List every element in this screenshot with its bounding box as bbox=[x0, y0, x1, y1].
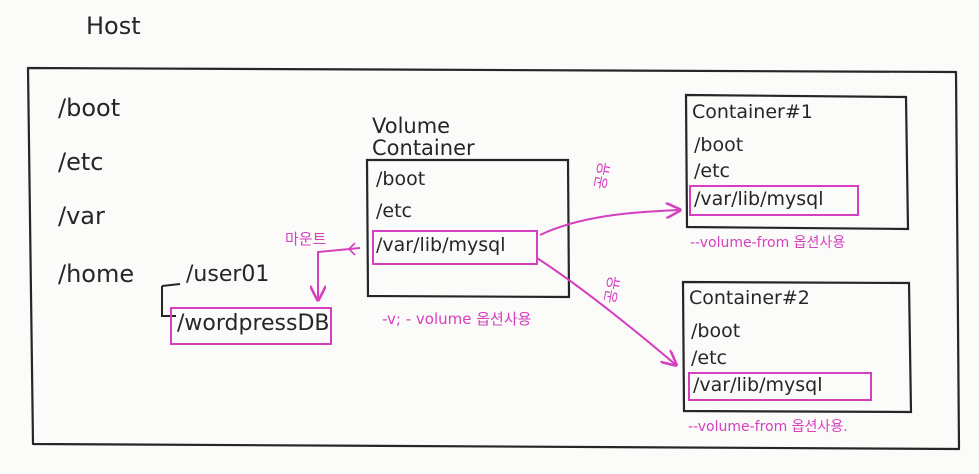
container2-dir-boot: /boot bbox=[691, 320, 741, 342]
highlight-container1-mysql bbox=[689, 185, 859, 216]
container1-dir-boot: /boot bbox=[694, 134, 744, 156]
host-dir-home: /home bbox=[58, 260, 135, 288]
host-title: Host bbox=[86, 12, 141, 40]
mount-arrow bbox=[318, 247, 361, 300]
container1-note: --volume-from 옵션사용 bbox=[690, 235, 846, 251]
volume-dir-boot: /boot bbox=[376, 168, 426, 190]
host-dir-boot: /boot bbox=[58, 94, 121, 122]
mount-arrow-tail bbox=[347, 242, 356, 256]
container2-box bbox=[681, 280, 913, 414]
container2-dir-mysql: /var/lib/mysql bbox=[693, 374, 823, 396]
container1-dir-etc: /etc bbox=[694, 160, 730, 182]
host-frame bbox=[26, 66, 961, 451]
share-arrow-1 bbox=[539, 210, 680, 236]
volume-container-title-line1: Volume bbox=[372, 114, 451, 138]
container2-title: Container#2 bbox=[689, 287, 810, 309]
volume-container-title-line2: Container bbox=[372, 136, 475, 160]
volume-dir-etc: /etc bbox=[376, 200, 412, 222]
highlight-wordpressdb bbox=[170, 307, 332, 345]
volume-note: -v; - volume 옵션사용 bbox=[382, 310, 532, 328]
host-dir-wordpressdb: /wordpressDB bbox=[177, 311, 330, 336]
highlight-volume-mysql bbox=[372, 230, 538, 265]
mount-label: 마운트 bbox=[285, 230, 327, 248]
container1-dir-mysql: /var/lib/mysql bbox=[694, 188, 824, 210]
host-dir-var: /var bbox=[58, 202, 105, 230]
container1-box bbox=[684, 93, 910, 231]
container2-note: --volume-from 옵션사용. bbox=[688, 419, 848, 435]
host-dir-etc: /etc bbox=[58, 148, 104, 176]
host-dir-user01: /user01 bbox=[186, 262, 270, 287]
volume-dir-mysql: /var/lib/mysql bbox=[376, 234, 506, 256]
share-arrow-2 bbox=[536, 257, 676, 365]
container1-title: Container#1 bbox=[692, 101, 813, 123]
volume-container-box bbox=[365, 158, 571, 299]
container2-dir-etc: /etc bbox=[691, 347, 727, 369]
highlight-container2-mysql bbox=[688, 372, 872, 401]
